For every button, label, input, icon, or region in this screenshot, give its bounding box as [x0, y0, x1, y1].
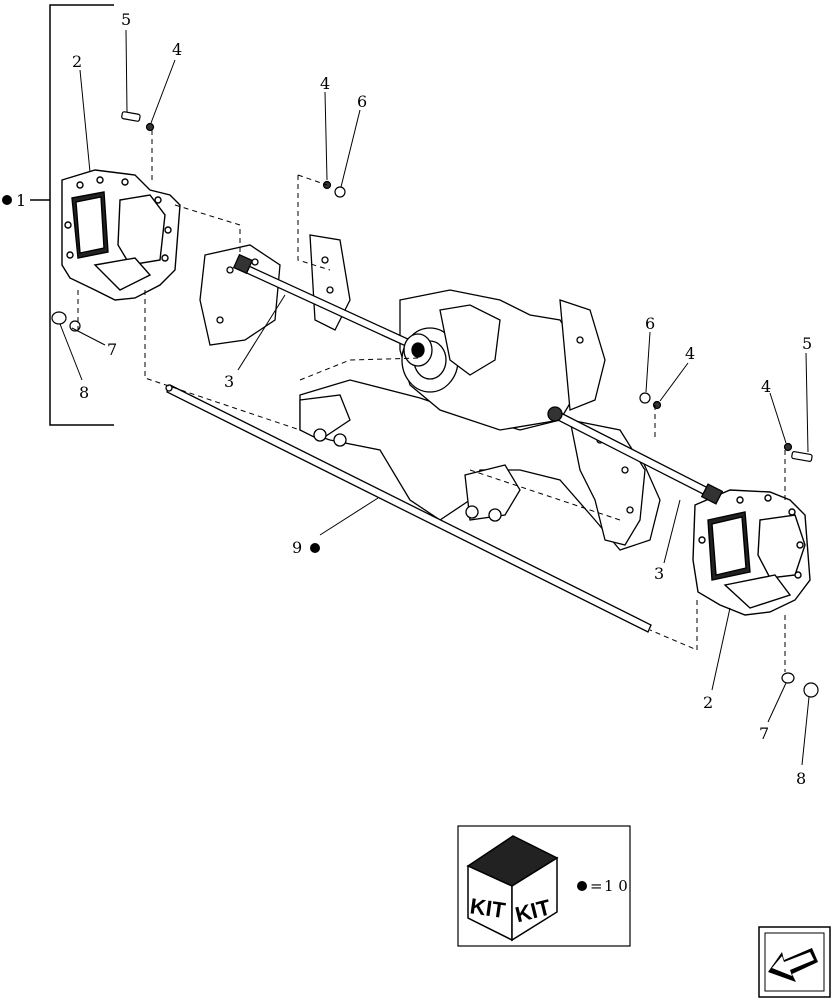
- callout-7-left: 7: [107, 340, 117, 359]
- left-axle-housing: [61, 169, 181, 301]
- callout-6-b: 6: [645, 314, 655, 333]
- callout-8-left: 8: [79, 383, 89, 402]
- kit-legend-bullet: [577, 881, 587, 891]
- next-page-arrow-icon[interactable]: [758, 926, 831, 998]
- callout-1: 1: [16, 191, 26, 210]
- callout-6-a: 6: [357, 92, 367, 111]
- callout-4-d: 4: [761, 377, 771, 396]
- long-shaft: [165, 384, 652, 633]
- assembly-bracket: [30, 4, 114, 426]
- callout-3-left: 3: [224, 372, 234, 391]
- callout-2-right: 2: [703, 693, 713, 712]
- callout-9: 9: [292, 538, 302, 557]
- callout-8-right: 8: [796, 769, 806, 788]
- callout-2-left: 2: [72, 52, 82, 71]
- kit-legend-value: 1 0: [604, 877, 628, 895]
- right-half-shaft: [547, 406, 724, 505]
- callout-4-b: 4: [320, 74, 330, 93]
- callout-4-c: 4: [685, 344, 695, 363]
- right-axle-housing: [692, 489, 811, 616]
- leader-lines: [59, 29, 810, 766]
- callout-3-right: 3: [654, 564, 664, 583]
- kit-legend-box: KIT KIT = 1 0: [457, 825, 631, 947]
- callout-5-left: 5: [121, 10, 131, 29]
- fasteners: [51, 111, 819, 698]
- callout-7-right: 7: [759, 724, 769, 743]
- left-half-shaft: [232, 253, 433, 367]
- callout-5-right: 5: [802, 334, 812, 353]
- callout-4-a: 4: [172, 40, 182, 59]
- kit-bullet-9: [310, 543, 320, 553]
- kit-legend-equals: =: [590, 877, 603, 895]
- kit-face-left: KIT: [468, 893, 507, 923]
- center-axle-casing: [199, 234, 661, 551]
- dashed-guide-lines: [77, 130, 786, 672]
- kit-bullet-1: [2, 195, 12, 205]
